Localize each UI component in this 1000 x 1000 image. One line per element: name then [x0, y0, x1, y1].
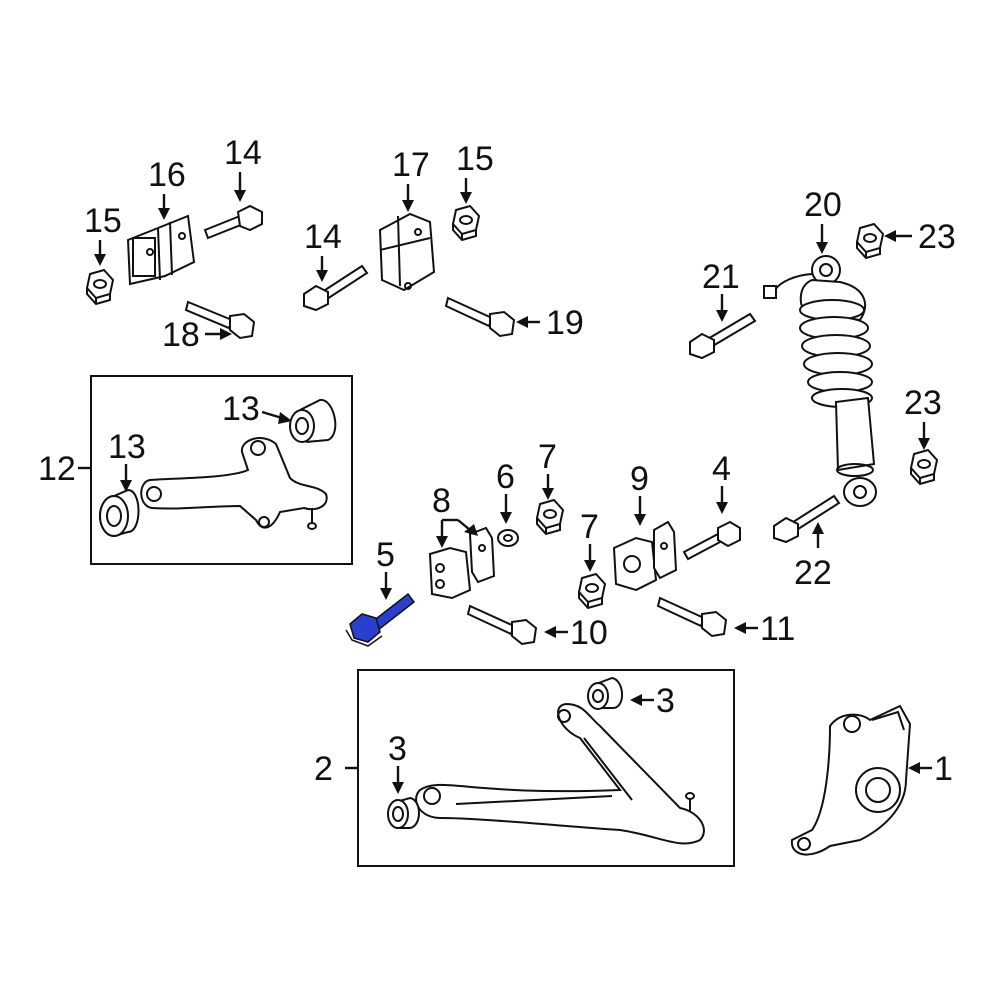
callout-15-right: 15	[456, 140, 494, 178]
callout-9: 9	[630, 460, 649, 498]
bolt-part-10[interactable]	[466, 604, 538, 646]
callout-4: 4	[712, 450, 731, 488]
bracket-part-9[interactable]	[612, 520, 678, 592]
bushing-part-13-box12-top[interactable]	[289, 399, 337, 443]
callout-20: 20	[804, 186, 842, 224]
washer-part-6[interactable]	[497, 529, 519, 547]
nut-part-15-right[interactable]	[452, 205, 480, 241]
upper-control-arm-part-12[interactable]	[140, 437, 328, 530]
bushing-part-13-box12-left[interactable]	[99, 488, 140, 537]
callout-22: 22	[794, 554, 832, 592]
callout-1: 1	[934, 750, 953, 788]
knuckle-part-1[interactable]	[790, 704, 912, 856]
callout-14-top: 14	[224, 134, 262, 172]
callout-labels: 14 16 15 18 17 15 14 19 20 23 21 23 22 1…	[38, 134, 956, 788]
upper-control-arm-box	[90, 375, 353, 565]
bolt-part-21[interactable]	[689, 312, 757, 360]
lower-control-arm-part-2[interactable]	[415, 702, 705, 845]
callout-23-bottom: 23	[904, 384, 942, 422]
callout-17: 17	[392, 146, 430, 184]
bushing-part-3-top[interactable]	[587, 676, 623, 710]
nut-part-7-upper[interactable]	[536, 499, 564, 535]
callout-16: 16	[148, 156, 186, 194]
callout-arrows	[78, 172, 932, 794]
callout-13-box-top: 13	[222, 390, 260, 428]
bracket-part-16[interactable]	[126, 214, 196, 286]
callout-10: 10	[570, 614, 608, 652]
callout-23-top: 23	[918, 218, 956, 256]
callout-19: 19	[546, 304, 584, 342]
bolt-part-19[interactable]	[444, 296, 516, 338]
callout-7-upper: 7	[538, 438, 557, 476]
callout-2: 2	[314, 750, 333, 788]
nut-part-23-top[interactable]	[856, 223, 884, 259]
bolt-part-11[interactable]	[656, 596, 728, 638]
bracket-part-17[interactable]	[378, 212, 436, 292]
callout-5: 5	[376, 536, 395, 574]
bolt-part-5-highlighted[interactable]	[345, 592, 416, 647]
bushing-part-3-left[interactable]	[387, 796, 420, 829]
nut-part-15-left[interactable]	[86, 269, 114, 305]
bolt-part-22[interactable]	[773, 494, 841, 544]
callout-18: 18	[162, 316, 200, 354]
bolt-part-14-middle[interactable]	[303, 264, 369, 312]
callout-8: 8	[432, 482, 451, 520]
callout-14-middle: 14	[304, 218, 342, 256]
callout-11: 11	[760, 610, 795, 648]
bracket-part-8[interactable]	[428, 526, 496, 600]
bolt-part-14-left[interactable]	[203, 204, 263, 240]
callout-7-lower: 7	[580, 508, 599, 546]
bolt-part-18[interactable]	[184, 300, 256, 340]
bolt-part-4[interactable]	[682, 520, 741, 561]
callout-13-box-left: 13	[108, 428, 146, 466]
callout-3-left: 3	[388, 730, 407, 768]
nut-part-23-bottom[interactable]	[910, 449, 938, 485]
callout-15-left: 15	[84, 202, 122, 240]
callout-6: 6	[496, 458, 515, 496]
shock-absorber-part-20[interactable]	[763, 255, 877, 507]
callout-12: 12	[38, 450, 76, 488]
callout-3-top: 3	[656, 682, 675, 720]
callout-21: 21	[702, 258, 740, 296]
nut-part-7-lower[interactable]	[578, 573, 606, 609]
